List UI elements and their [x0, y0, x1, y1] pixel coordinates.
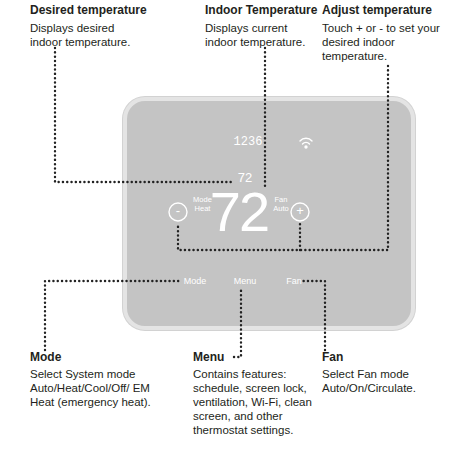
callout-heading: Desired temperature: [30, 3, 200, 17]
callout-description: Contains features: schedule, screen lock…: [193, 367, 321, 437]
callout-description: Touch + or - to set your desired indoor …: [322, 21, 442, 63]
leader-line: [234, 290, 241, 357]
minus-button: -: [168, 202, 188, 222]
leader-line: [178, 66, 388, 250]
fan-button-label: Fan: [280, 276, 308, 287]
callout-description: Displays current indoor temperature.: [205, 21, 317, 49]
callout-description: Select Fan mode Auto/On/Circulate.: [322, 367, 440, 395]
callout-description: Displays desired indoor temperature.: [30, 21, 146, 49]
callout-description: Select System mode Auto/Heat/Cool/Off/ E…: [30, 367, 152, 409]
leader-line: [301, 281, 325, 350]
wifi-icon: [300, 138, 312, 148]
callout-heading: Mode: [30, 350, 90, 364]
callout-heading: Fan: [322, 350, 382, 364]
button-symbol: -: [168, 204, 188, 218]
leader-line: [299, 224, 301, 250]
menu-button-label: Menu: [228, 276, 262, 287]
plus-button: +: [290, 202, 310, 222]
thermostat-body: 123672Mode Heat72Fan AutoModeMenuFan-+: [123, 97, 415, 330]
callout-heading: Menu: [193, 350, 253, 364]
fan-indicator: Fan Auto: [269, 195, 293, 213]
button-circle: [169, 203, 187, 221]
button-circle: [291, 203, 309, 221]
desired-temperature-display: 72: [233, 171, 257, 185]
mode-button-label: Mode: [179, 276, 211, 287]
clock-display: 1236: [228, 135, 268, 149]
button-symbol: +: [290, 204, 310, 218]
leader-line: [45, 281, 179, 350]
indoor-temperature-display: 72: [209, 185, 269, 239]
leader-line: [264, 48, 266, 186]
callout-heading: Adjust temperature: [322, 3, 452, 17]
leader-line: [55, 48, 231, 182]
